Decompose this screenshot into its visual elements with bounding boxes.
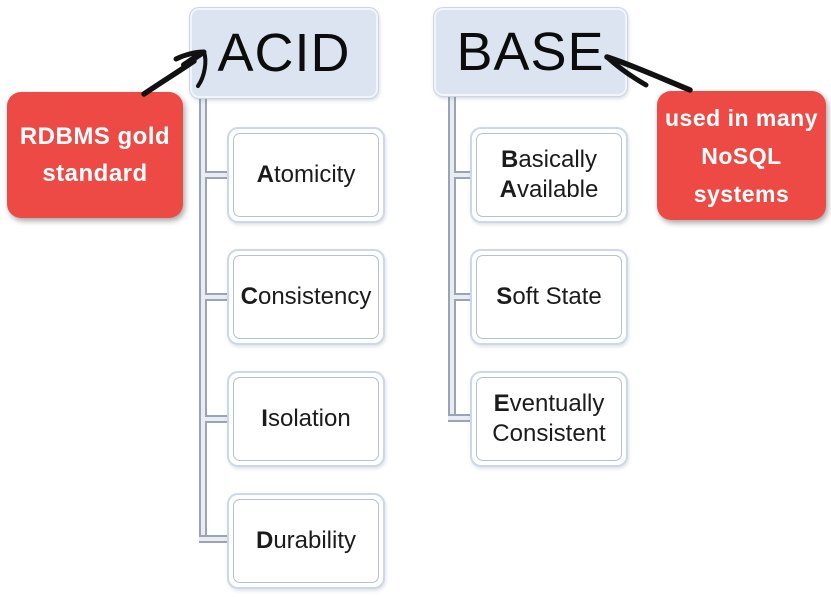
arrow-to-acid-icon [141,49,208,97]
item-label: Consistent [492,420,606,447]
callout-line: systems [693,180,790,207]
acid-connector-stub-2 [205,293,227,301]
acid-connector-stub-3 [205,415,227,423]
base-item-soft-state: Soft State [470,249,628,345]
base-connector-stub-1 [454,171,470,179]
acid-item-durability: Durability [227,493,385,589]
acid-item-consistency: Consistency [227,249,385,345]
acid-connector-elbow [199,535,227,543]
item-label: Soft State [496,283,602,310]
base-header-box: BASE [434,8,627,96]
base-item-basically-available: Basically Available [470,127,628,223]
arrow-to-base-icon [604,54,693,93]
base-connector-trunk [448,90,456,422]
item-label: Eventually [493,390,605,417]
item-label: Basically [500,146,598,173]
acid-item-atomicity: Atomicity [227,127,385,223]
item-label: Durability [255,527,357,554]
base-connector-elbow [448,414,470,422]
item-label: Atomicity [256,161,356,188]
callout-line: NoSQL [701,142,782,169]
callout-line: standard [42,160,148,187]
nosql-note-callout: used in many NoSQL systems [657,91,826,220]
base-header-label: BASE [456,22,605,82]
acid-header-box: ACID [190,8,378,98]
callout-line: used in many [665,104,818,131]
acid-connector-stub-1 [205,171,227,179]
item-label: Consistency [240,283,372,310]
rdbms-note-callout: RDBMS gold standard [7,92,183,218]
base-connector-stub-2 [454,293,470,301]
callout-line: RDBMS gold [19,123,171,150]
acid-item-isolation: Isolation [227,371,385,467]
acid-header-label: ACID [217,23,351,83]
acid-connector-trunk [199,96,207,543]
base-item-eventually-consistent: Eventually Consistent [470,371,628,467]
item-label: Isolation [261,405,351,432]
item-label: Available [499,176,599,203]
